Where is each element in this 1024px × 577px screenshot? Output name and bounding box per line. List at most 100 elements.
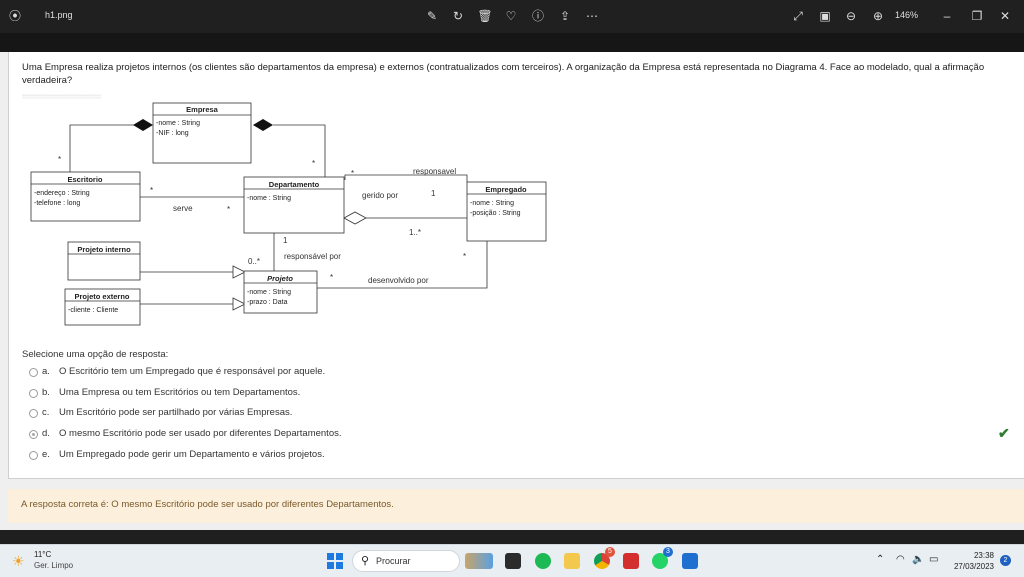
dark-strip (0, 33, 1024, 52)
mult-escritorio-serve: * (150, 186, 153, 195)
feedback-text: A resposta correta é: O mesmo Escritório… (21, 499, 394, 510)
question-text: Uma Empresa realiza projetos internos (o… (22, 62, 985, 86)
mult-desenvolvido-empregado: * (463, 252, 466, 261)
option-letter: d. (42, 428, 50, 439)
class-attr: -cliente : Cliente (68, 307, 118, 314)
battery-icon[interactable]: ▭ (929, 554, 939, 565)
taskbar-search[interactable]: ⚲ Procurar (352, 550, 460, 572)
class-attr: -telefone : long (34, 200, 80, 207)
class-name-projeto-externo: Projeto externo (74, 292, 129, 301)
widgets-icon[interactable] (465, 553, 493, 569)
caption-placeholder: ░░░░░░░░░░░░░░░░░░░░░░░░░░░░ (22, 94, 102, 99)
class-projeto-interno: Projeto interno (67, 241, 141, 281)
class-name-empregado: Empregado (485, 185, 527, 194)
clock-date: 27/03/2023 (953, 562, 994, 571)
mult-responsavel-dep: * (351, 169, 354, 178)
chevron-up-icon[interactable]: ⌃ (876, 554, 885, 565)
favorite-icon[interactable]: ♡ (505, 9, 517, 23)
generalization-arrow-interno (232, 265, 246, 279)
dark-gap (0, 530, 1024, 544)
mult-responsavel-por-many: 0..* (248, 257, 260, 266)
spotify-icon[interactable] (535, 553, 551, 569)
chrome-badge: 5 (605, 547, 615, 557)
question-card: Uma Empresa realiza projetos internos (o… (8, 52, 1024, 479)
mult-departamento-serve: * (227, 205, 230, 214)
close-icon[interactable]: ✕ (999, 9, 1011, 23)
composition-diamond-left (133, 119, 153, 131)
clock-time: 23:38 (973, 551, 994, 560)
uml-diagram: Empresa -nome : String -NIF : long Escri… (30, 102, 547, 326)
assoc-empresa-escritorio (69, 124, 143, 172)
wifi-icon[interactable]: ◠ (896, 554, 905, 565)
zoom-level[interactable]: 146% (895, 10, 919, 20)
radio-button[interactable] (29, 451, 38, 460)
class-escritorio: Escritorio -endereço : String -telefone … (30, 171, 141, 222)
generalization-arrow-externo (232, 297, 246, 311)
assoc-empresa-departamento (273, 124, 326, 177)
zoom-out-icon[interactable]: ⊖ (845, 9, 857, 23)
class-attr: -NIF : long (156, 130, 189, 137)
file-explorer-icon[interactable] (564, 553, 580, 569)
class-projeto: Projeto -nome : String -prazo : Data (243, 270, 318, 314)
mult-escritorio-empresa: * (58, 155, 61, 164)
radio-button[interactable] (29, 409, 38, 418)
assoc-responsavel (344, 174, 468, 182)
class-attr: -nome : String (156, 120, 200, 127)
volume-icon[interactable]: 🔈 (912, 554, 925, 565)
option-letter: b. (42, 387, 50, 398)
delete-icon[interactable]: 🗑 (477, 9, 493, 23)
fullscreen-icon[interactable]: ⤢ (793, 9, 803, 23)
chrome-icon[interactable]: 5 (594, 547, 615, 569)
class-name-projeto-interno: Projeto interno (77, 245, 131, 254)
acrobat-icon[interactable] (623, 553, 639, 569)
search-placeholder: Procurar (376, 556, 411, 566)
whatsapp-icon[interactable]: 3 (652, 547, 673, 569)
option-letter: c. (42, 407, 50, 418)
info-icon[interactable]: ⓘ (531, 9, 544, 23)
correct-check-icon: ✔ (998, 425, 1010, 441)
class-attr: -nome : String (470, 200, 514, 207)
start-windows-icon[interactable] (327, 553, 343, 569)
fit-icon[interactable]: ▣ (819, 9, 831, 23)
option-text: O Escritório tem um Empregado que é resp… (59, 366, 326, 377)
label-gerido-por: gerido por (362, 191, 398, 200)
clock[interactable]: 23:38 27/03/2023 (950, 550, 994, 572)
weather-temperature[interactable]: 11°C (34, 550, 52, 559)
option-text: Uma Empresa ou tem Escritórios ou tem De… (59, 387, 301, 398)
minimize-icon[interactable]: – (943, 9, 951, 23)
label-responsavel-por: responsável por (284, 252, 341, 261)
option-text: O mesmo Escritório pode ser usado por di… (59, 428, 342, 439)
edit-icon[interactable]: ✎ (426, 9, 438, 23)
class-attr: -endereço : String (34, 190, 90, 197)
class-attr: -nome : String (247, 195, 291, 202)
class-name-departamento: Departamento (269, 180, 320, 189)
radio-button-selected[interactable] (29, 430, 38, 439)
feedback-box: A resposta correta é: O mesmo Escritório… (8, 489, 1024, 523)
photos-app-icon[interactable] (682, 553, 698, 569)
class-empresa: Empresa -nome : String -NIF : long (152, 102, 252, 164)
label-serve: serve (173, 204, 193, 213)
label-responsavel: responsavel (413, 167, 456, 176)
rotate-icon[interactable]: ↻ (452, 9, 464, 23)
whatsapp-badge: 3 (663, 547, 673, 557)
option-letter: e. (42, 449, 50, 460)
option-letter: a. (42, 366, 50, 377)
mult-desenvolvido-projeto: * (330, 273, 333, 282)
taskbar: ☀ 11°C Ger. Limpo ⚲ Procurar 5 3 ⌃ ◠ 🔈 ▭… (0, 544, 1024, 577)
radio-button[interactable] (29, 368, 38, 377)
more-icon[interactable]: ⋯ (586, 9, 598, 23)
class-attr: -nome : String (247, 289, 291, 296)
quiz-page: Uma Empresa realiza projetos internos (o… (0, 52, 1024, 530)
notification-badge[interactable]: 2 (1000, 555, 1011, 566)
weather-icon[interactable]: ☀ (12, 553, 25, 569)
radio-button[interactable] (29, 389, 38, 398)
share-icon[interactable]: ⇪ (559, 9, 571, 23)
maximize-icon[interactable]: ❐ (971, 9, 983, 23)
class-name-projeto: Projeto (267, 274, 293, 283)
weather-condition[interactable]: Ger. Limpo (34, 561, 74, 570)
mult-departamento-empresa: * (312, 159, 315, 168)
aggregation-diamond (343, 211, 367, 225)
task-view-icon[interactable] (505, 553, 521, 569)
app-icon: ⦿ (8, 9, 21, 23)
zoom-in-icon[interactable]: ⊕ (872, 9, 884, 23)
